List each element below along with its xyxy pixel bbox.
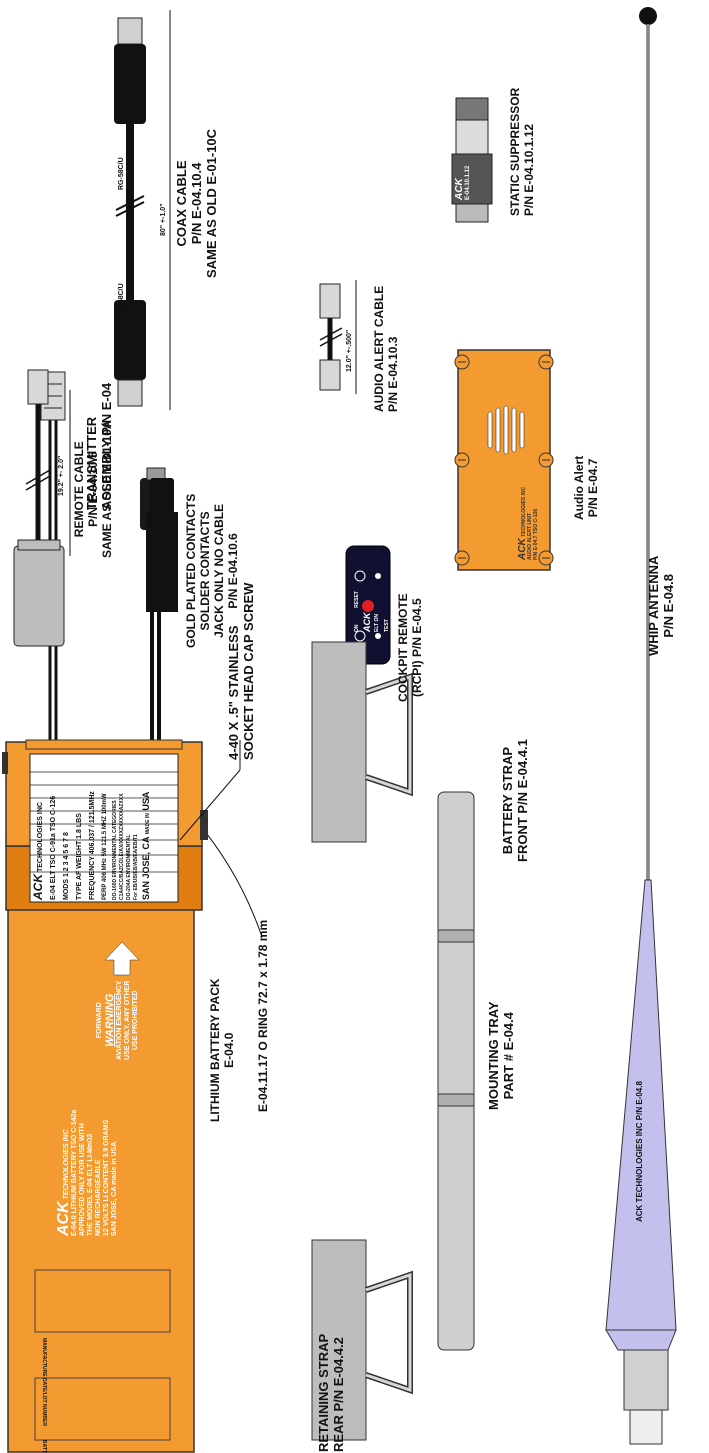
retaining-strap (311, 1239, 413, 1441)
coax-type-right: RG-58C/U (118, 157, 125, 190)
mounting-tray (437, 791, 475, 1351)
battery-pack (7, 895, 195, 1453)
whip-antenna (605, 7, 677, 1445)
remote-cable (13, 369, 71, 647)
battery-strap (311, 641, 413, 843)
antenna-marking: ACK TECHNOLOGIES INC P/N E-04.8 (635, 1081, 644, 1222)
battery-box2: BATTERY EXPIRATION DATE (40, 1440, 48, 1453)
remote-cable-length: 19.2" +- 2.0" (58, 455, 65, 496)
cockpit-remote-panel (345, 545, 391, 665)
battery-box1: MANUFACTURE DATE/LOT NUMBER (41, 1338, 47, 1426)
contacts-jack (146, 478, 178, 612)
cockpit-remote-label: COCKPIT REMOTE(RCPI) P/N E-04.5 (396, 593, 424, 702)
audio-alert-cable (319, 280, 357, 394)
transmitter-plate: ACK TECHNOLOGIES INC E-04 ELT TSO C-91a … (31, 791, 151, 900)
coax-length: 80" +-1.0" (160, 203, 167, 236)
audio-cable-length: 12.0" +-.500" (346, 329, 353, 372)
remote-panel-text: ON RESET ACK ELT ON TEST (354, 591, 390, 632)
coax-cable (114, 10, 171, 410)
coax-type-left: RG-58C/U (118, 283, 125, 316)
static-suppressor (451, 97, 493, 223)
o-ring-label: E-04.11.17 O RING 72.7 x 1.78 mm (256, 919, 270, 1112)
audio-alert-box (454, 349, 554, 571)
audio-alert-plate: ACK TECHNOLOGIES INC AUDIO ALERT UNIT P/… (517, 486, 539, 560)
suppressor-marking: ACK E-04.10.1.12 (454, 165, 471, 200)
battery-details: ACK TECHNOLOGIES INC E-04.0 LITHIUM BATT… (55, 1109, 118, 1236)
